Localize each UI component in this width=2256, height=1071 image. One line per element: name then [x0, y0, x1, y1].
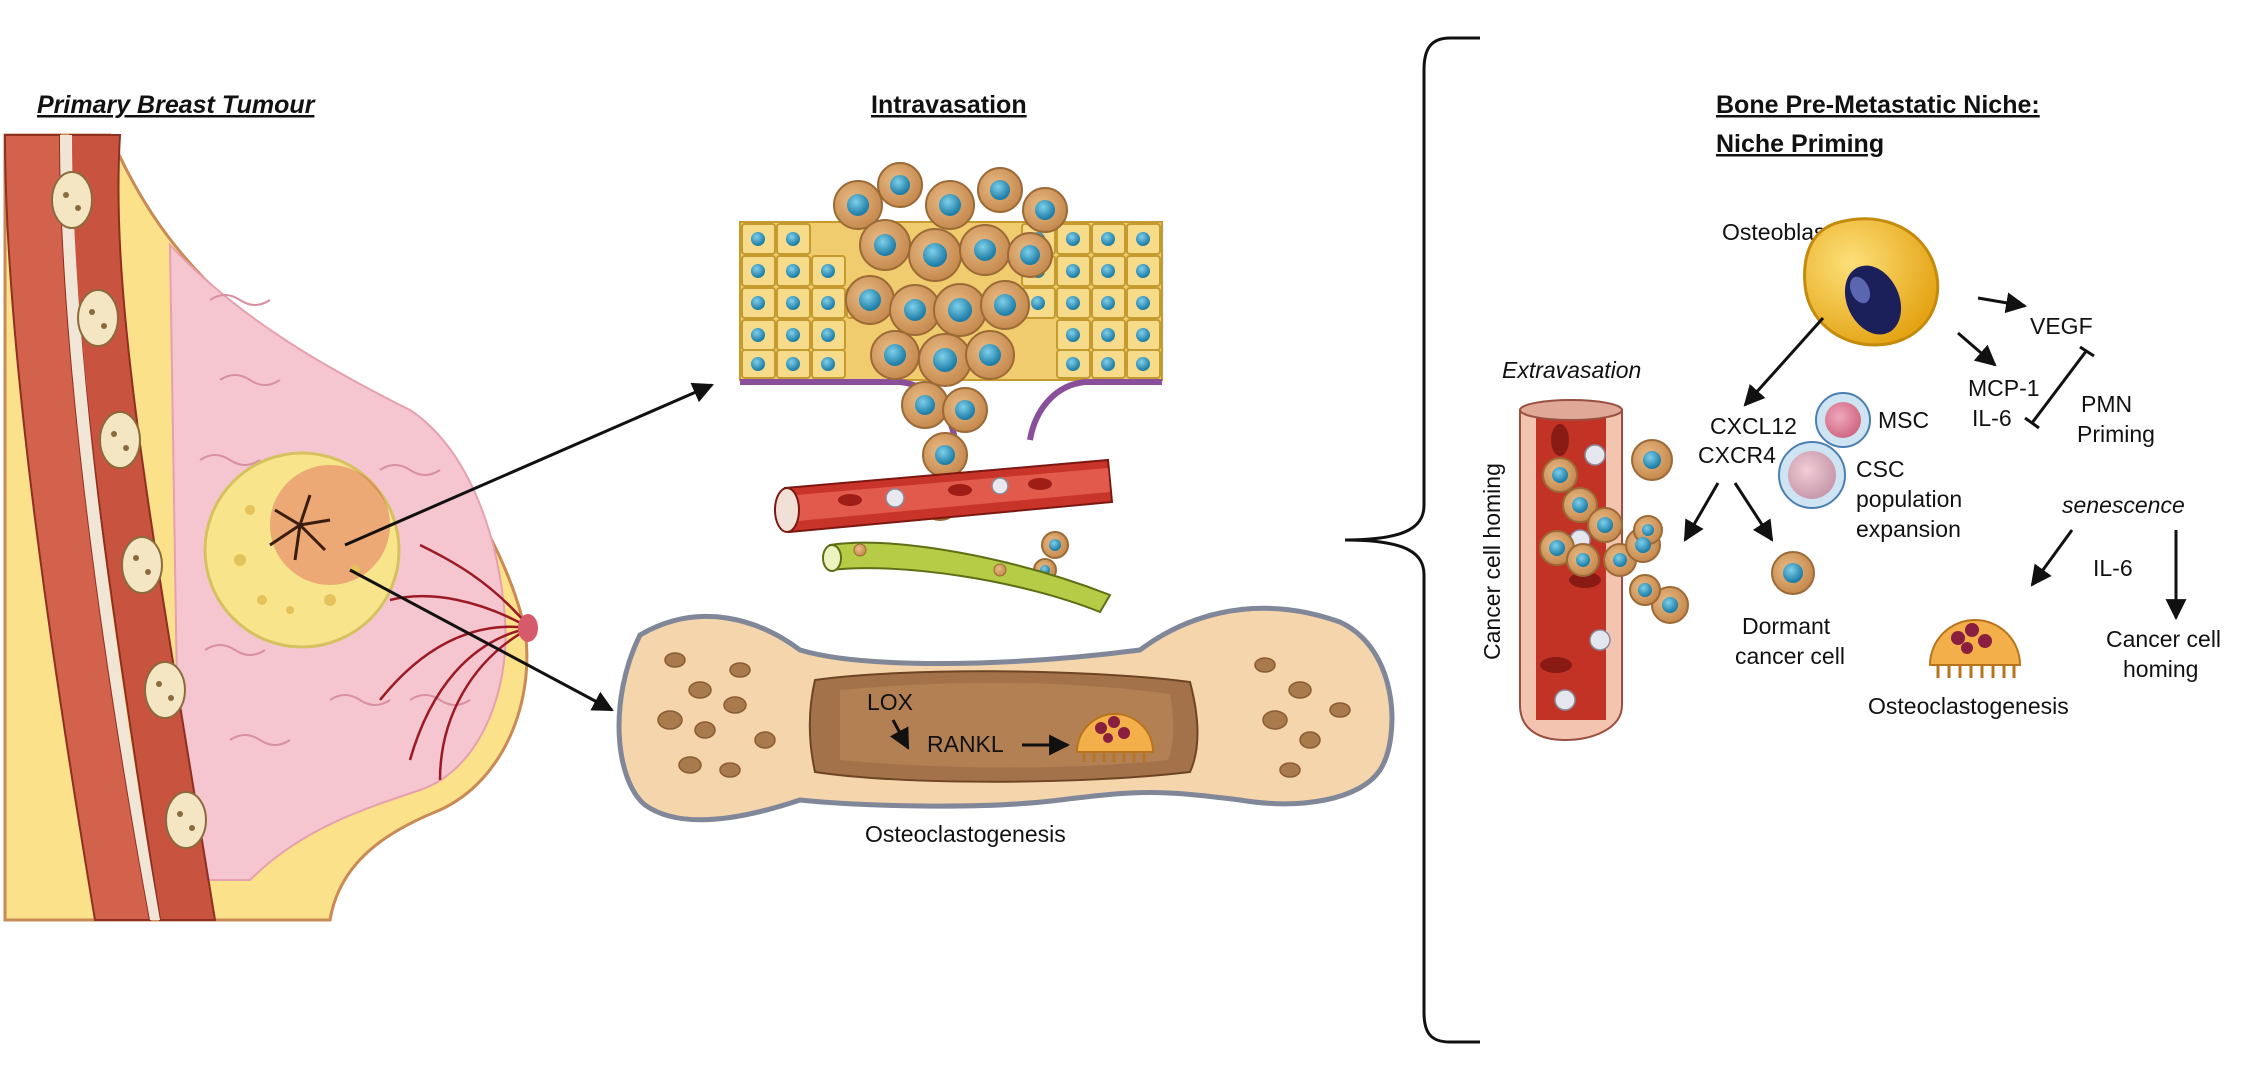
osteoclast-icon-niche: [1928, 619, 2022, 678]
label-homing-1: Cancer cell: [2106, 626, 2221, 652]
label-csc: CSC: [1856, 456, 1905, 482]
bone-lox-label: LOX: [867, 689, 913, 715]
label-vegf: VEGF: [2030, 313, 2093, 339]
csc-icon: [1778, 441, 1846, 509]
arrow-osteoblast-mcp1: [1957, 331, 1997, 367]
label-pmn: PMN: [2081, 391, 2132, 417]
osteoblast-icon: [1803, 217, 1940, 347]
label-expansion: expansion: [1856, 516, 1961, 542]
label-population: population: [1856, 486, 1962, 512]
label-osteoclastogenesis-niche: Osteoclastogenesis: [1868, 693, 2069, 719]
label-il6-senescence: IL-6: [2093, 555, 2133, 581]
osteoclast-icon: [1075, 713, 1155, 762]
arrow-to-intravasation: [344, 382, 714, 547]
label-il6: IL-6: [1972, 405, 2012, 431]
label-mcp1: MCP-1: [1968, 375, 2040, 401]
bone-icon: [616, 605, 1395, 823]
invading-tumour-cells: [833, 162, 1069, 582]
label-extravasation: Extravasation: [1502, 357, 1641, 383]
arrow-cxcr4-extravasation: [1683, 482, 1720, 542]
extravasating-tumour-cells: [1539, 439, 1689, 624]
label-msc: MSC: [1878, 407, 1929, 433]
niche-title-1: Bone Pre-Metastatic Niche:: [1716, 91, 2040, 119]
label-dormant: Dormant: [1742, 613, 1831, 639]
msc-icon: [1815, 392, 1871, 448]
label-cancer-cell: cancer cell: [1735, 643, 1845, 669]
dormant-cancer-cell-icon: [1771, 551, 1815, 595]
bone-caption: Osteoclastogenesis: [865, 821, 1066, 847]
lymph-vessel-icon: [822, 541, 1112, 614]
arrow-osteoblast-cxcl12: [1743, 316, 1825, 407]
label-cxcl12: CXCL12: [1710, 413, 1797, 439]
label-homing-2: homing: [2123, 656, 2198, 682]
arrow-to-bone: [349, 568, 614, 712]
inhibition-icon: [2024, 345, 2095, 430]
lox-arrow: [889, 719, 910, 750]
label-priming: Priming: [2077, 421, 2155, 447]
label-senescence: senescence: [2062, 492, 2185, 518]
niche-title-2: Niche Priming: [1716, 130, 1884, 158]
label-cancer-cell-homing-vertical: Cancer cell homing: [1479, 463, 1505, 660]
bracket-icon: [1344, 36, 1480, 1044]
label-cxcr4: CXCR4: [1698, 442, 1776, 468]
tumour-icon: [203, 451, 401, 649]
arrow-senescence-osteoclast: [2030, 529, 2074, 587]
arrow-osteoblast-vegf: [1977, 292, 2028, 314]
primary-title: Primary Breast Tumour: [37, 91, 316, 119]
bone-rankl-label: RANKL: [927, 731, 1004, 757]
blood-vessel-icon: [774, 458, 1114, 534]
arrow-cxcr4-dormant: [1733, 482, 1774, 542]
intravasation-title: Intravasation: [871, 91, 1027, 119]
